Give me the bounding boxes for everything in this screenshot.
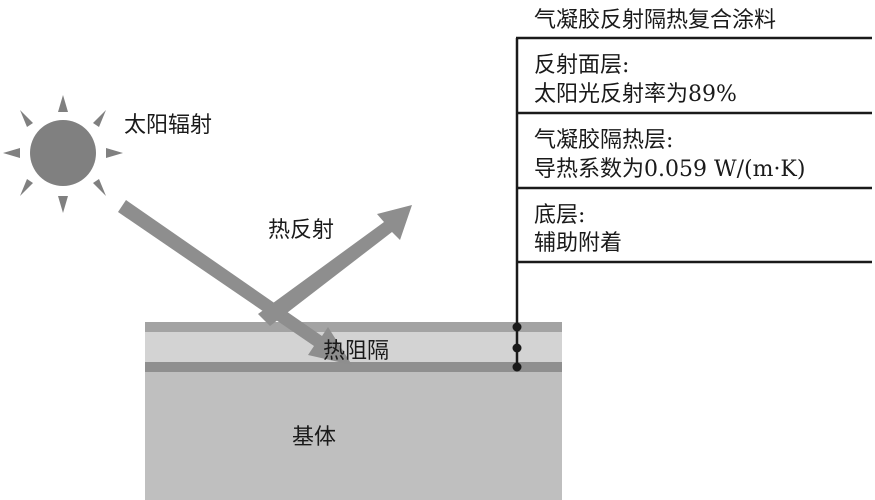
- layer-name: 底层:: [534, 203, 585, 228]
- primer-bottom-layer: [145, 362, 562, 372]
- layer-name: 气凝胶隔热层:: [534, 128, 673, 153]
- heat-barrier-label: 热阻隔: [323, 339, 389, 364]
- coating-title: 气凝胶反射隔热复合涂料: [534, 8, 776, 33]
- sun-icon: [3, 95, 123, 213]
- layer-marker-dots: [512, 322, 522, 372]
- substrate-label: 基体: [292, 425, 336, 450]
- layer-name: 反射面层:: [534, 53, 629, 78]
- layer-callout-lines: [515, 36, 872, 368]
- layer-description: 太阳光反射率为89%: [534, 82, 737, 107]
- reflected-heat-arrow: [258, 205, 412, 326]
- solar-radiation-label: 太阳辐射: [124, 113, 212, 138]
- substrate-block: [145, 372, 562, 500]
- layer-description: 导热系数为0.059 W/(m·K): [534, 157, 805, 182]
- heat-reflection-label: 热反射: [268, 218, 334, 243]
- incoming-radiation-arrow: [118, 200, 352, 365]
- reflective-top-layer: [145, 322, 562, 332]
- layer-description: 辅助附着: [534, 231, 622, 256]
- aerogel-insulation-layer: [145, 332, 562, 362]
